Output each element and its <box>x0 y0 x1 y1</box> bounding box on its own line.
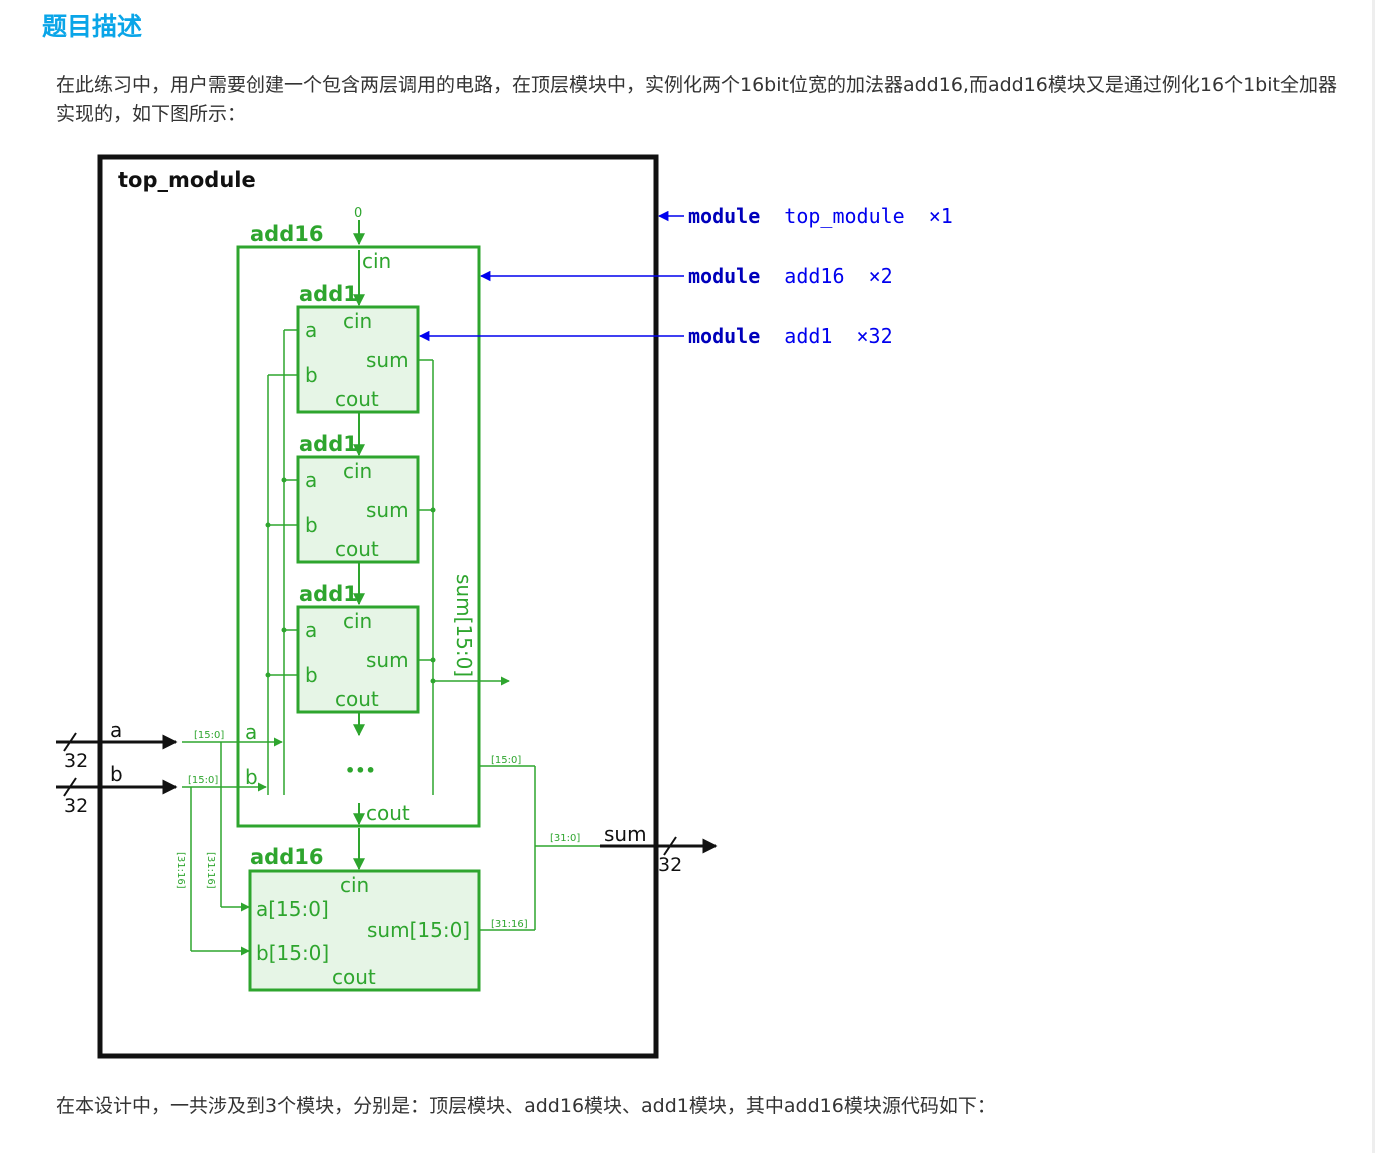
add1-label-1: add1 <box>299 282 358 306</box>
add16-block-upper: add16 cin a[15:0] sum[15:0] b[15:0] cout <box>248 845 481 992</box>
ellipsis: ••• <box>345 761 376 780</box>
input-a-label: a <box>110 718 122 742</box>
slice-sum-lo: [15:0] <box>491 755 521 766</box>
add1-b-2: b <box>305 513 318 537</box>
add16-port-b: b <box>245 765 258 789</box>
input-b-label: b <box>110 762 123 786</box>
add1-b-1: b <box>305 363 318 387</box>
add1-block-1: add1 cin a sum b cout <box>296 282 420 414</box>
add1-cout-1: cout <box>335 387 379 411</box>
slice-sum-hi: [31:16] <box>491 919 528 930</box>
slice-b-lo: [15:0] <box>188 775 218 786</box>
annotation-keyword: module <box>688 264 760 288</box>
top-module-label: top_module <box>118 168 256 192</box>
input-b-width: 32 <box>64 795 88 817</box>
add1-cout-3: cout <box>335 687 379 711</box>
add1-cin-1: cin <box>343 309 372 333</box>
add1-sum-1: sum <box>366 348 409 372</box>
add16-cin-label: cin <box>362 249 391 273</box>
top-io-wires <box>56 734 718 854</box>
add1-label-3: add1 <box>299 582 358 606</box>
add16-upper-b: b[15:0] <box>256 941 329 965</box>
annotation-add1: module add1 ×32 <box>688 324 893 348</box>
zero-label: 0 <box>354 206 362 221</box>
sum-bus-label: sum[15:0] <box>452 574 476 677</box>
annotation-name: top_module <box>784 204 904 228</box>
add1-block-2: add1 cin a sum b cout <box>296 432 420 564</box>
add16-cout-label: cout <box>366 801 410 825</box>
slice-b-hi: [31:16] <box>175 852 186 889</box>
annotation-arrows <box>418 210 684 342</box>
summary-paragraph: 在本设计中，一共涉及到3个模块，分别是：顶层模块、add16模块、add1模块，… <box>56 1095 996 1117</box>
annotation-name: add16 <box>784 264 844 288</box>
annotation-top-module: module top_module ×1 <box>688 204 953 228</box>
annotation-add16: module add16 ×2 <box>688 264 893 288</box>
annotation-count: ×32 <box>857 324 893 348</box>
sum-bus <box>418 359 510 795</box>
add1-a-3: a <box>305 618 317 642</box>
add1-label-2: add1 <box>299 432 358 456</box>
slice-a-lo: [15:0] <box>194 730 224 741</box>
output-sum-width: 32 <box>658 854 682 876</box>
intro-paragraph: 在此练习中，用户需要创建一个包含两层调用的电路，在顶层模块中，实例化两个16bi… <box>56 74 1337 125</box>
add16-upper-a: a[15:0] <box>256 897 329 921</box>
input-a-width: 32 <box>64 750 88 772</box>
add1-cout-2: cout <box>335 537 379 561</box>
annotation-keyword: module <box>688 204 760 228</box>
high-half-wires <box>190 742 600 956</box>
add1-b-3: b <box>305 663 318 687</box>
add16-label-lower: add16 <box>250 222 323 246</box>
section-title: 题目描述 <box>42 12 143 41</box>
add1-block-3: add1 cin a sum b cout <box>296 582 420 714</box>
slice-full: [31:0] <box>550 833 580 844</box>
annotation-count: ×2 <box>869 264 893 288</box>
add16-port-a: a <box>245 720 257 744</box>
add1-a-2: a <box>305 468 317 492</box>
slice-a-hi: [31:16] <box>205 852 216 889</box>
annotation-name: add1 <box>784 324 832 348</box>
page-right-border <box>1372 0 1375 1153</box>
annotation-count: ×1 <box>929 204 953 228</box>
add1-sum-3: sum <box>366 648 409 672</box>
output-sum-label: sum <box>604 822 647 846</box>
add16-box-lower <box>236 245 481 828</box>
add16-upper-cin: cin <box>340 873 369 897</box>
annotation-keyword: module <box>688 324 760 348</box>
add1-cin-2: cin <box>343 459 372 483</box>
bus-width-slashes <box>63 732 677 856</box>
add1-cin-3: cin <box>343 609 372 633</box>
add1-a-1: a <box>305 318 317 342</box>
add1-sum-2: sum <box>366 498 409 522</box>
add16-upper-sum: sum[15:0] <box>367 918 470 942</box>
add16-label-upper: add16 <box>250 845 323 869</box>
add16-upper-cout: cout <box>332 965 376 989</box>
